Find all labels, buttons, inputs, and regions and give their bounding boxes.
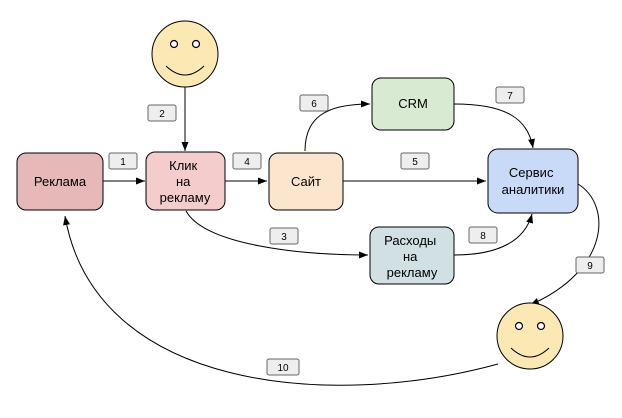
step-6: 6 — [299, 94, 329, 112]
step-4-label: 4 — [244, 157, 250, 168]
step-labels: 1 2 3 4 5 6 7 8 — [108, 86, 605, 376]
step-7: 7 — [495, 86, 525, 104]
node-ad-costs-label: Расходы на рекламу — [384, 233, 440, 280]
step-4: 4 — [232, 152, 262, 170]
step-1-label: 1 — [120, 157, 126, 168]
node-advertising: Реклама — [16, 152, 104, 211]
step-2: 2 — [147, 104, 177, 122]
node-ad-click: Клик на рекламу — [145, 151, 226, 211]
step-7-label: 7 — [507, 91, 513, 102]
step-3-label: 3 — [281, 232, 287, 243]
edge-user-to-advertising — [63, 215, 499, 386]
node-advertising-label: Реклама — [34, 174, 87, 189]
step-9: 9 — [575, 256, 605, 274]
node-crm-label: CRM — [398, 96, 428, 111]
step-1: 1 — [108, 152, 138, 170]
node-analytics: Сервис аналитики — [487, 148, 579, 214]
edges — [63, 87, 600, 386]
node-ad-costs: Расходы на рекламу — [369, 226, 455, 285]
step-6-label: 6 — [311, 99, 317, 110]
node-crm: CRM — [371, 77, 455, 131]
edge-click-to-costs — [185, 210, 369, 259]
step-5: 5 — [400, 152, 430, 170]
edge-site-to-crm — [304, 100, 371, 152]
user-top-smiley-icon — [151, 20, 219, 88]
node-analytics-label: Сервис аналитики — [502, 165, 565, 197]
step-10-label: 10 — [277, 363, 289, 374]
edge-costs-to-analytics — [453, 213, 534, 256]
step-8-label: 8 — [480, 231, 486, 242]
step-2-label: 2 — [159, 109, 165, 120]
edge-analytics-to-user — [529, 183, 600, 306]
step-8: 8 — [468, 226, 498, 244]
node-ad-click-label: Клик на рекламу — [160, 158, 211, 205]
step-3: 3 — [269, 227, 299, 245]
step-5-label: 5 — [412, 157, 418, 168]
step-9-label: 9 — [587, 261, 593, 272]
node-site: Сайт — [268, 152, 344, 211]
edge-crm-to-analytics — [453, 103, 535, 149]
node-site-label: Сайт — [291, 174, 321, 189]
step-10: 10 — [266, 358, 300, 376]
user-bottom-smiley-icon — [496, 302, 564, 370]
